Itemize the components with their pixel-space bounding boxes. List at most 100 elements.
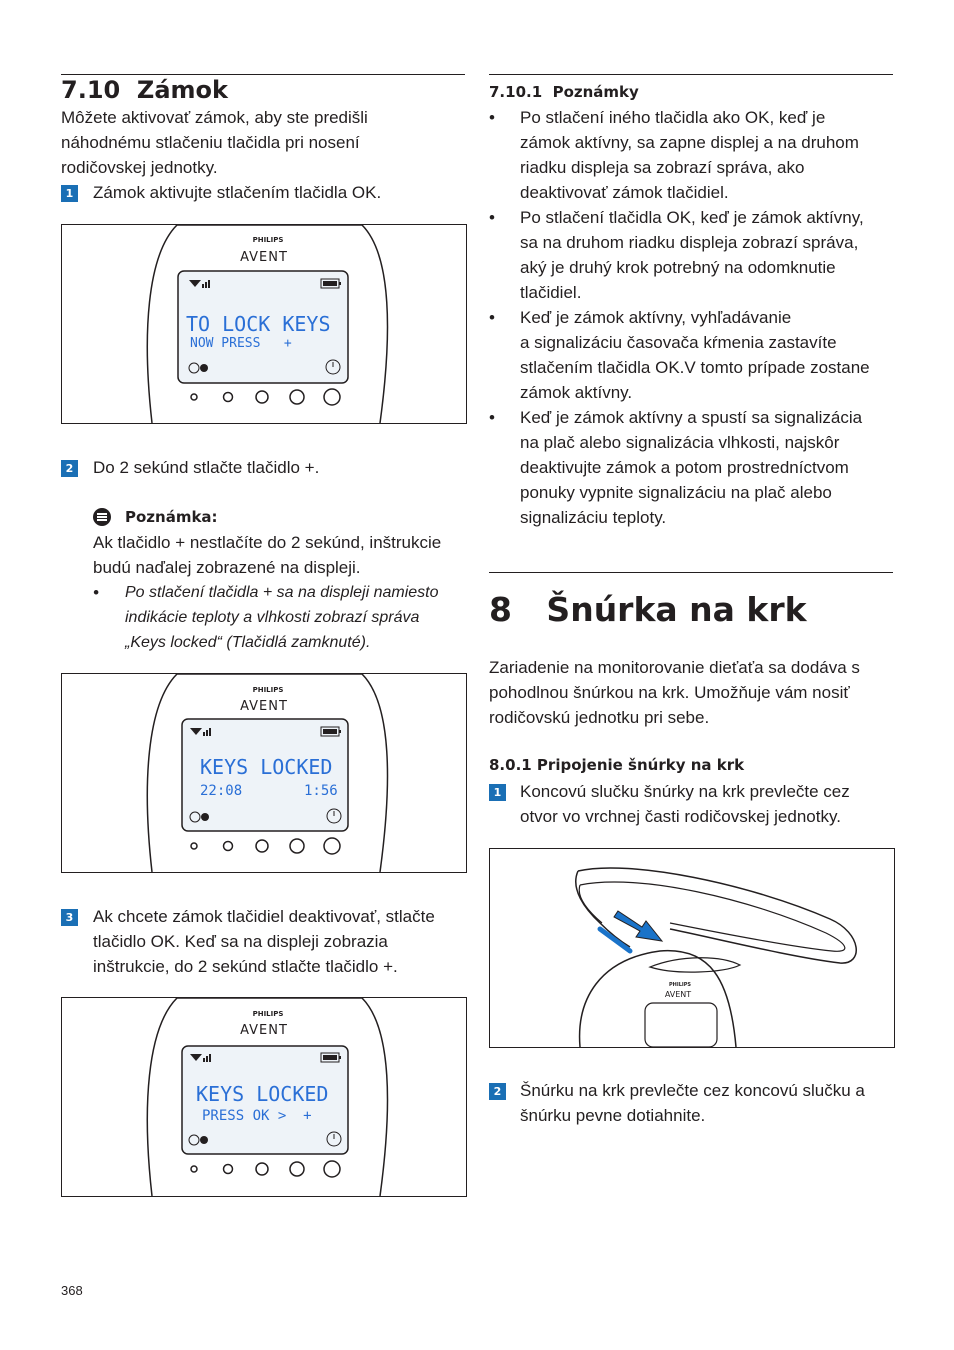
- note-bullet-line: „Keys locked“ (Tlačidlá zamknuté).: [125, 634, 371, 651]
- notes-title: 7.10.1 Poznámky: [489, 83, 639, 101]
- brand-avent: AVENT: [665, 990, 691, 999]
- notes-line: deaktivovať zámok tlačidiel.: [520, 183, 729, 202]
- lcd-time-left: 22:08: [200, 783, 242, 799]
- timer-icon: [326, 1131, 342, 1147]
- note-bullet: • Po stlačení tlačidla + sa na displeji …: [93, 580, 463, 655]
- subsection-title: 8.0.1 Pripojenie šnúrky na krk: [489, 756, 745, 774]
- notes-line: Keď je zámok aktívny a spustí sa signali…: [520, 408, 863, 427]
- notes-item: • Keď je zámok aktívny a spustí sa signa…: [489, 405, 899, 530]
- buttons-row: [190, 1160, 341, 1178]
- notes-line: tlačidiel.: [520, 283, 582, 302]
- notes-list: • Po stlačení iného tlačidla ako OK, keď…: [489, 105, 899, 530]
- brand-philips: PHILIPS: [253, 686, 284, 694]
- step-badge: 3: [61, 909, 78, 926]
- intro-line: Zariadenie na monitorovanie dieťaťa sa d…: [489, 658, 860, 677]
- intro-line: Môžete aktivovať zámok, aby ste predišli: [61, 108, 368, 127]
- brand-philips: PHILIPS: [253, 1010, 284, 1018]
- notes-line: Keď je zámok aktívny, vyhľadávanie: [520, 308, 792, 327]
- step-line: Šnúrku na krk prevlečte cez koncovú sluč…: [520, 1081, 865, 1100]
- notes-line: aký je druhý krok potrebný na odomknutie: [520, 258, 836, 277]
- lcd-time-right: 1:56: [304, 783, 338, 799]
- note-body: Ak tlačidlo + nestlačíte do 2 sekúnd, in…: [93, 530, 441, 580]
- note-line: Ak tlačidlo + nestlačíte do 2 sekúnd, in…: [93, 533, 442, 552]
- intro-line: rodičovskej jednotky.: [61, 158, 218, 177]
- lcd-line-1: KEYS LOCKED: [196, 1082, 328, 1106]
- step-line: Ak chcete zámok tlačidiel deaktivovať, s…: [93, 907, 435, 926]
- step-badge: 1: [61, 185, 78, 202]
- step-badge: 2: [61, 460, 78, 477]
- buttons-row: [190, 837, 341, 855]
- signal-icon: [189, 280, 210, 288]
- notes-line: ponuky vypnite signalizáciu na plač aleb…: [520, 483, 832, 502]
- notes-line: Po stlačení tlačidla OK, keď je zámok ak…: [520, 208, 864, 227]
- note-bullet-line: indikácie teploty a vlhkosti zobrazí spr…: [125, 609, 420, 626]
- step-text: Koncovú slučku šnúrky na krk prevlečte c…: [520, 779, 850, 829]
- timer-icon: [325, 359, 341, 375]
- notes-line: zámok aktívny.: [520, 383, 633, 402]
- notes-line: a signalizáciu časovača kŕmenia zastavít…: [520, 333, 837, 352]
- notes-line: signalizáciu teploty.: [520, 508, 667, 527]
- step-text: Zámok aktivujte stlačením tlačidla OK.: [93, 183, 382, 202]
- notes-item: • Keď je zámok aktívny, vyhľadávanie a s…: [489, 305, 899, 405]
- notes-line: stlačením tlačidla OK.V tomto prípade zo…: [520, 358, 870, 377]
- figure-lock-keys: PHILIPS AVENT TO LOCK KEYS NOW PRESS +: [61, 224, 467, 424]
- mood-icon: [189, 811, 209, 823]
- lcd-line-1: KEYS LOCKED: [200, 755, 332, 779]
- signal-icon: [190, 1054, 211, 1062]
- lcd-line-2: NOW PRESS +: [190, 336, 292, 351]
- signal-icon: [190, 728, 211, 736]
- mood-icon: [188, 362, 208, 374]
- step-line: otvor vo vrchnej časti rodičovskej jedno…: [520, 807, 841, 826]
- step-line: Koncovú slučku šnúrky na krk prevlečte c…: [520, 782, 850, 801]
- figure-keys-locked: PHILIPS AVENT KEYS LOCKED 22:08 1:56: [61, 673, 467, 873]
- notes-item: • Po stlačení tlačidla OK, keď je zámok …: [489, 205, 899, 305]
- neck-cord-illustration: PHILIPS AVENT: [575, 867, 857, 1047]
- notes-line: deaktivujte zámok a potom prostredníctvo…: [520, 458, 849, 477]
- note-icon: [93, 508, 111, 526]
- intro-line: náhodnému stlačeniu tlačidla pri nosení: [61, 133, 360, 152]
- section-rule-right: [489, 74, 893, 75]
- parent-unit-illustration: PHILIPS AVENT KEYS LOCKED 22:08 1:56: [146, 674, 389, 872]
- chapter-intro: Zariadenie na monitorovanie dieťaťa sa d…: [489, 655, 860, 730]
- figure-press-ok: PHILIPS AVENT KEYS LOCKED PRESS OK > +: [61, 997, 467, 1197]
- step-line: inštrukcie, do 2 sekúnd stlačte tlačidlo…: [93, 957, 398, 976]
- notes-line: zámok aktívny, sa zapne displej a na dru…: [520, 133, 859, 152]
- figure-neck-cord: PHILIPS AVENT: [489, 848, 895, 1048]
- step-text: Do 2 sekúnd stlačte tlačidlo +.: [93, 458, 320, 477]
- step-line: šnúrku pevne dotiahnite.: [520, 1106, 706, 1125]
- note-line: budú naďalej zobrazené na displeji.: [93, 558, 361, 577]
- lcd-line-2: PRESS OK > +: [202, 1108, 312, 1124]
- section-intro: Môžete aktivovať zámok, aby ste predišli…: [61, 105, 368, 180]
- step-text: Ak chcete zámok tlačidiel deaktivovať, s…: [93, 904, 435, 979]
- step-line: tlačidlo OK. Keď sa na displeji zobrazia: [93, 932, 388, 951]
- page-number: 368: [61, 1283, 83, 1298]
- chapter-title: 8 Šnúrka na krk: [489, 590, 807, 629]
- intro-line: pohodlnou šnúrkou na krk. Umožňuje vám n…: [489, 683, 850, 702]
- notes-line: sa na druhom riadku displeja zobrazí spr…: [520, 233, 859, 252]
- notes-item: • Po stlačení iného tlačidla ako OK, keď…: [489, 105, 899, 205]
- notes-line: riadku displeja sa zobrazí správa, ako: [520, 158, 805, 177]
- brand-philips: PHILIPS: [253, 236, 284, 244]
- battery-icon: [320, 278, 341, 289]
- buttons-row: [190, 388, 341, 406]
- timer-icon: [326, 808, 342, 824]
- step-badge: 2: [489, 1083, 506, 1100]
- section-rule-left: [61, 74, 465, 75]
- chapter-rule: [489, 572, 893, 573]
- section-title: 7.10 Zámok: [61, 76, 228, 104]
- step-badge: 1: [489, 784, 506, 801]
- note-title: Poznámka:: [125, 508, 218, 526]
- brand-avent: AVENT: [240, 699, 288, 714]
- notes-line: na plač alebo signalizácia vlhkosti, naj…: [520, 433, 840, 452]
- note-bullet-line: Po stlačení tlačidla + sa na displeji na…: [125, 584, 439, 601]
- parent-unit-illustration: PHILIPS AVENT KEYS LOCKED PRESS OK > +: [146, 998, 389, 1196]
- intro-line: rodičovskú jednotku pri sebe.: [489, 708, 710, 727]
- mood-icon: [188, 1134, 208, 1146]
- lcd-line-1: TO LOCK KEYS: [186, 312, 331, 336]
- battery-icon: [320, 726, 341, 737]
- insert-arrow-icon: [613, 910, 664, 942]
- notes-line: Po stlačení iného tlačidla ako OK, keď j…: [520, 108, 826, 127]
- brand-avent: AVENT: [240, 250, 288, 265]
- brand-avent: AVENT: [240, 1023, 288, 1038]
- step-text: Šnúrku na krk prevlečte cez koncovú sluč…: [520, 1078, 865, 1128]
